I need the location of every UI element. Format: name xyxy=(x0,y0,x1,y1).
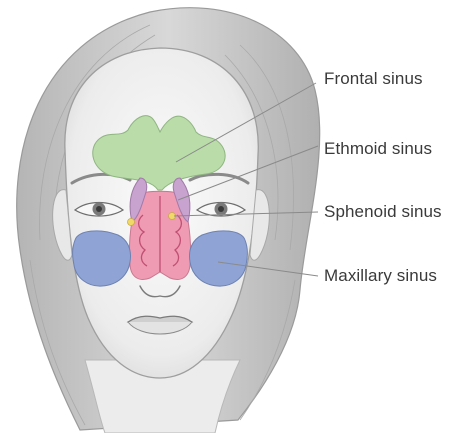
label-frontal-sinus: Frontal sinus xyxy=(324,69,423,89)
label-sphenoid-sinus: Sphenoid sinus xyxy=(324,202,442,222)
maxillary-sinus-left xyxy=(73,231,131,286)
label-maxillary-sinus: Maxillary sinus xyxy=(324,266,437,286)
maxillary-sinus-right xyxy=(190,231,248,286)
sphenoid-sinus-left xyxy=(128,219,135,226)
label-ethmoid-sinus: Ethmoid sinus xyxy=(324,139,432,159)
